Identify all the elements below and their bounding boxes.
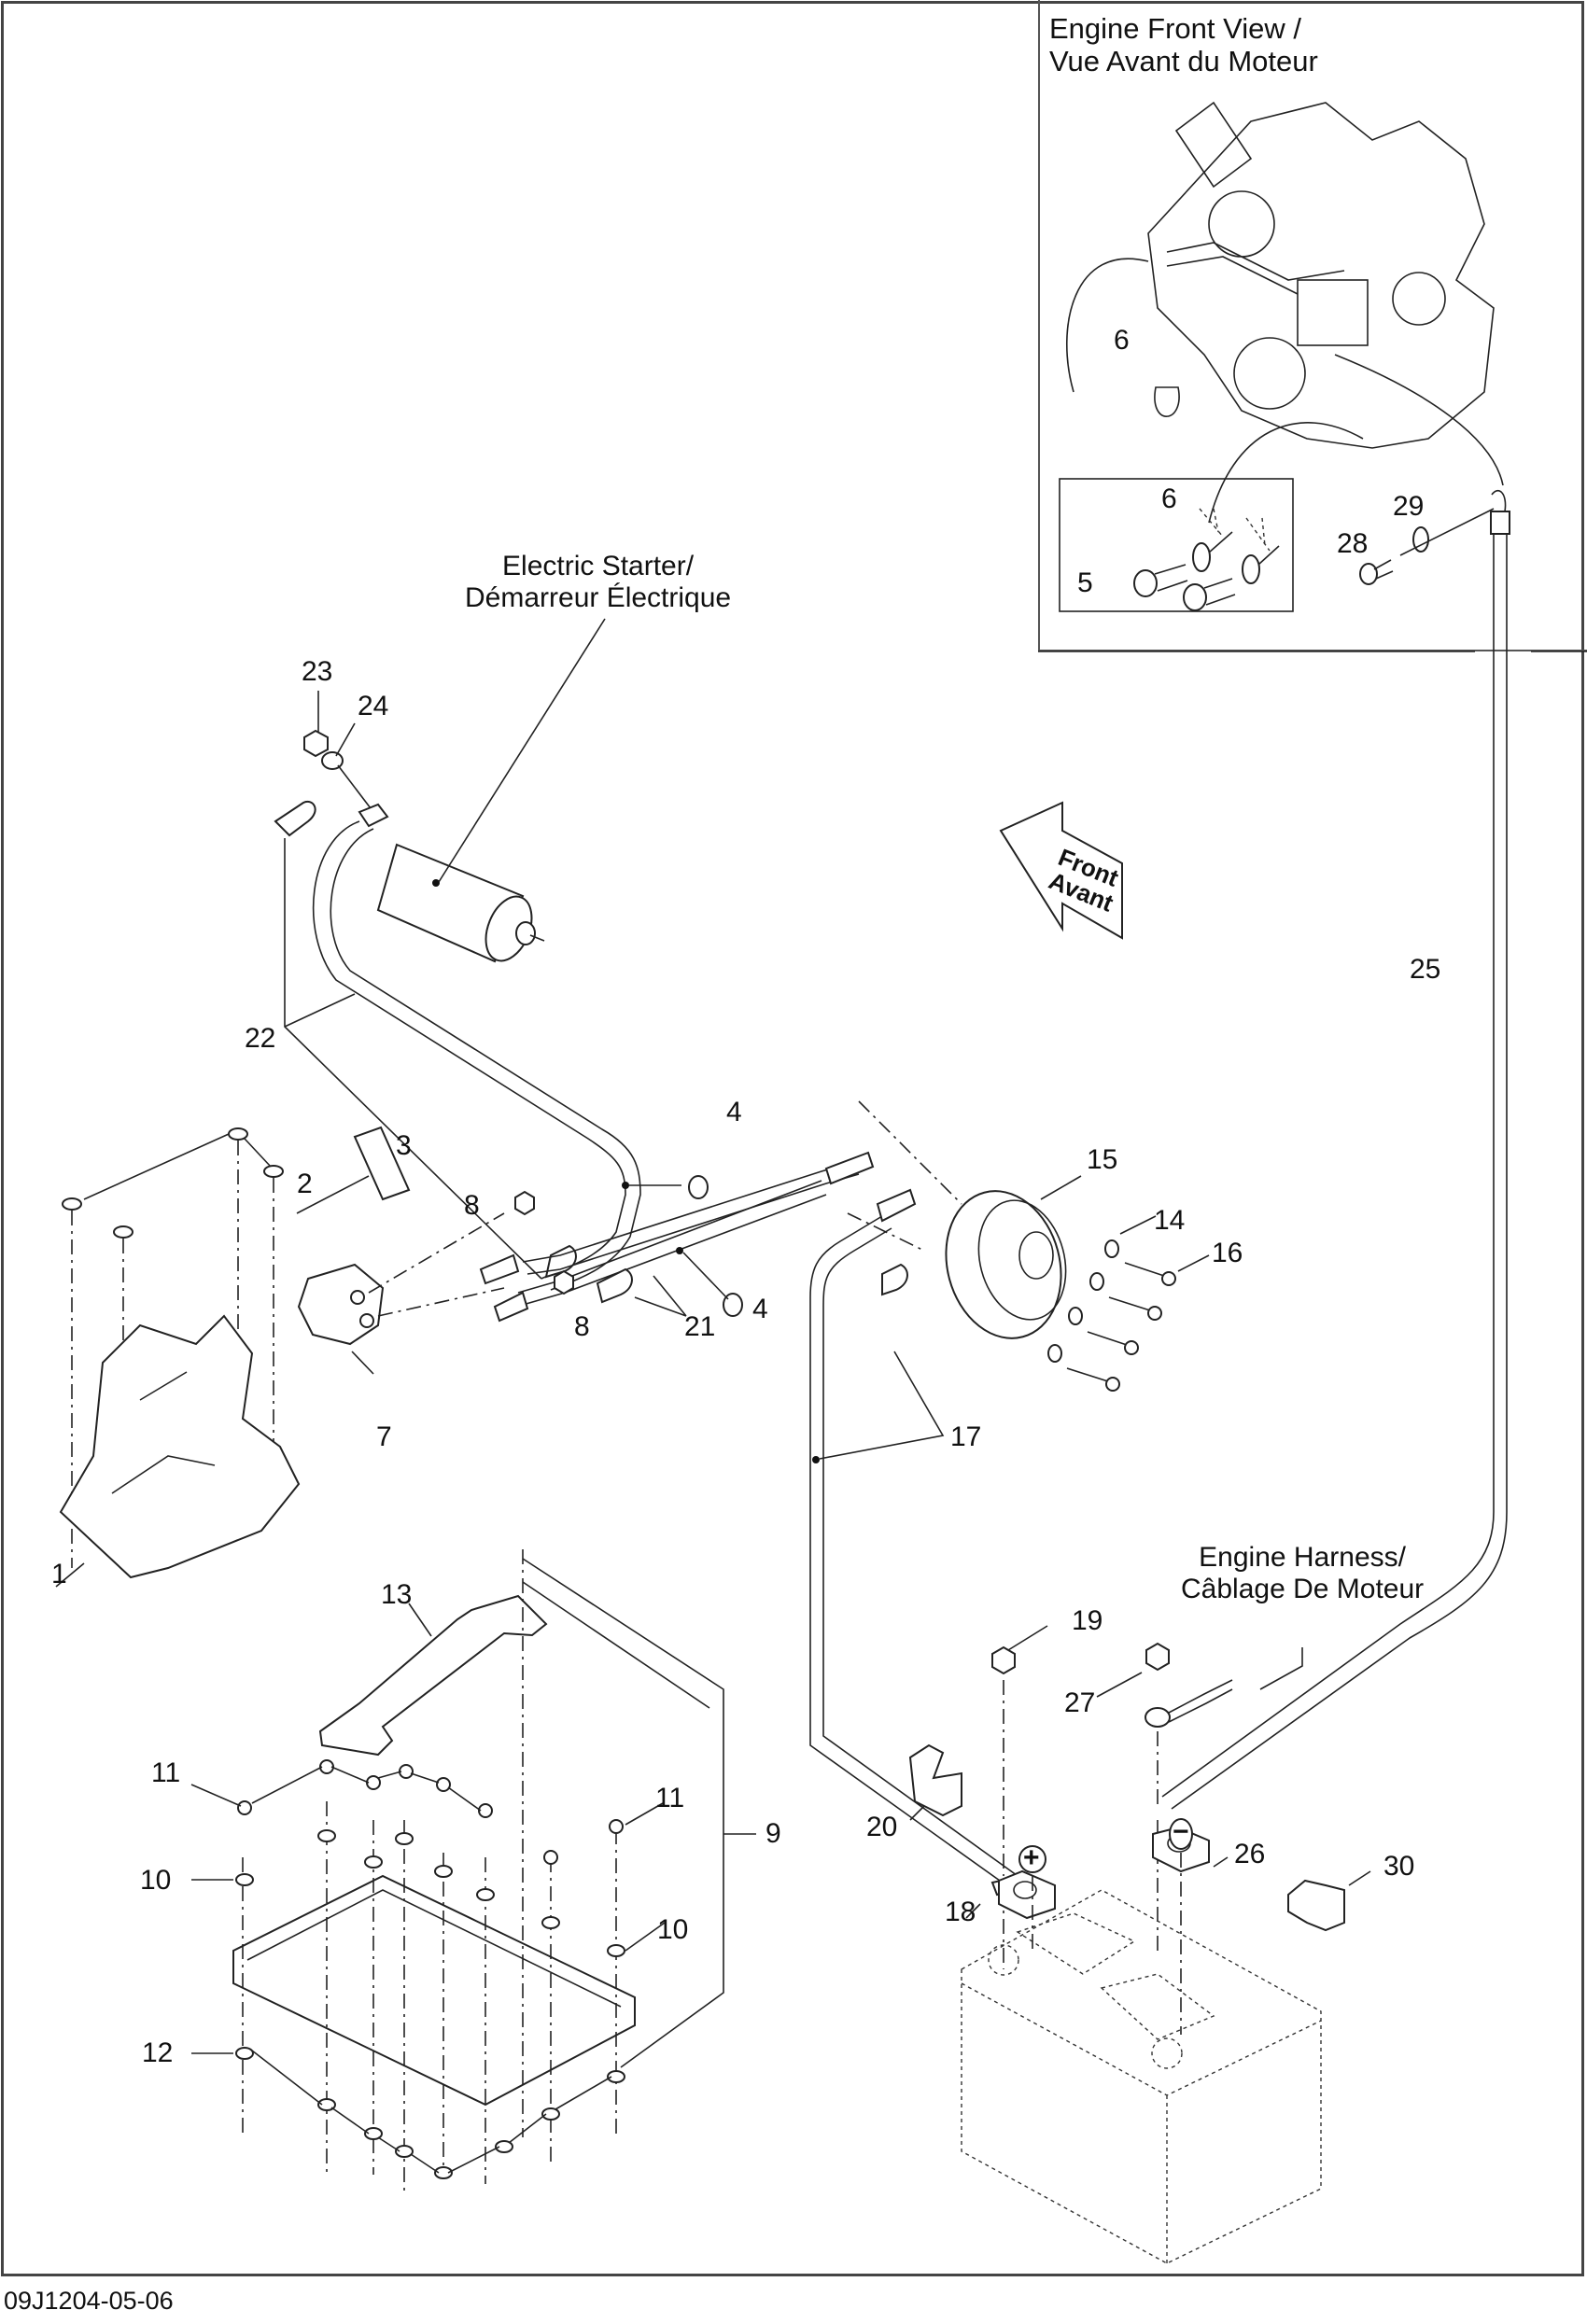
cover-15 xyxy=(847,1100,1082,1339)
callout-24: 24 xyxy=(358,691,389,721)
callout-29: 29 xyxy=(1393,491,1425,522)
nut-8b xyxy=(554,1269,574,1295)
engine-illustration xyxy=(1066,101,1504,524)
callout-16: 16 xyxy=(1212,1238,1243,1268)
electric-starter-label-fr: Démarreur Électrique xyxy=(465,581,732,613)
engine-harness-label-fr: Câblage De Moteur xyxy=(1181,1573,1425,1604)
battery-tray-9 xyxy=(232,1549,756,2193)
negative-terminal-icon xyxy=(1169,1818,1193,1850)
callout-3: 3 xyxy=(396,1130,412,1161)
callout-26: 26 xyxy=(1234,1839,1266,1869)
callout-20: 20 xyxy=(866,1812,898,1842)
callout-13: 13 xyxy=(381,1579,413,1610)
callout-9: 9 xyxy=(765,1818,781,1849)
engine-front-view-inset xyxy=(1038,0,1587,651)
callout-18: 18 xyxy=(945,1897,976,1927)
callout-7: 7 xyxy=(376,1421,392,1452)
callout-23: 23 xyxy=(302,656,333,687)
connector-3 xyxy=(353,1126,411,1201)
electric-starter xyxy=(376,618,606,963)
callout-30: 30 xyxy=(1383,1851,1415,1882)
negative-sign: − xyxy=(1173,1816,1189,1847)
inset-title-line2: Vue Avant du Moteur xyxy=(1049,44,1318,77)
callout-10-right: 10 xyxy=(657,1914,689,1945)
bolt-5-detail xyxy=(1133,508,1280,611)
callout-21: 21 xyxy=(684,1311,716,1342)
callout-10-left: 10 xyxy=(140,1865,172,1896)
cable-25 xyxy=(1161,489,1510,1810)
callout-12: 12 xyxy=(142,2037,174,2068)
clamp-4a xyxy=(688,1175,709,1199)
nut-8a xyxy=(514,1190,535,1216)
battery-outline xyxy=(961,1853,1322,2264)
callout-4-lower: 4 xyxy=(752,1294,768,1324)
inset-title-line1: Engine Front View / xyxy=(1049,12,1301,45)
callout-4-upper: 4 xyxy=(726,1097,742,1127)
battery-hardware xyxy=(908,1625,1371,1969)
callout-25: 25 xyxy=(1410,954,1441,985)
screw-28-washer-29 xyxy=(1359,508,1495,585)
callout-2: 2 xyxy=(297,1169,313,1199)
fastener-detail-box xyxy=(1059,478,1294,612)
front-arrow-icon xyxy=(999,801,1123,940)
bracket-1 xyxy=(59,1314,301,1579)
inset-title: Engine Front View / Vue Avant du Moteur xyxy=(1049,12,1318,77)
rivets-2 xyxy=(62,1127,284,1568)
hold-down-13 xyxy=(318,1594,548,1757)
cable-22 xyxy=(274,800,681,1291)
engine-harness-label-en: Engine Harness/ xyxy=(1199,1542,1406,1573)
positive-terminal-icon xyxy=(1018,1845,1046,1873)
callout-19: 19 xyxy=(1072,1605,1103,1636)
tray-fasteners-10-11-12 xyxy=(190,1759,666,2179)
callout-5: 5 xyxy=(1077,567,1093,598)
diagram-frame xyxy=(1,1,1584,2276)
screws-16-washers-14 xyxy=(1047,1215,1210,1392)
nut-23-washer-24 xyxy=(303,691,374,813)
callout-14: 14 xyxy=(1154,1205,1186,1236)
callout-6-inset: 6 xyxy=(1114,325,1130,356)
cable-21 xyxy=(479,1151,875,1323)
solenoid-7 xyxy=(297,1212,505,1375)
engine-harness-label: Engine Harness/ Câblage De Moteur xyxy=(1181,1542,1424,1604)
callout-22: 22 xyxy=(245,1023,276,1054)
callout-11-left: 11 xyxy=(151,1757,181,1788)
positive-sign: + xyxy=(1023,1842,1040,1873)
callout-27: 27 xyxy=(1064,1687,1096,1718)
callout-15: 15 xyxy=(1087,1144,1118,1175)
callout-8-upper: 8 xyxy=(464,1190,480,1221)
callout-8-lower: 8 xyxy=(574,1311,590,1342)
callout-17: 17 xyxy=(950,1421,982,1452)
callout-1: 1 xyxy=(51,1559,67,1589)
drawing-code: 09J1204-05-06 xyxy=(4,2287,174,2315)
electric-starter-label: Electric Starter/ Démarreur Électrique xyxy=(465,551,731,613)
callout-11-right: 11 xyxy=(655,1783,685,1813)
electric-starter-label-en: Electric Starter/ xyxy=(502,551,695,581)
callout-6-detail: 6 xyxy=(1161,483,1177,514)
callout-28: 28 xyxy=(1337,528,1369,559)
